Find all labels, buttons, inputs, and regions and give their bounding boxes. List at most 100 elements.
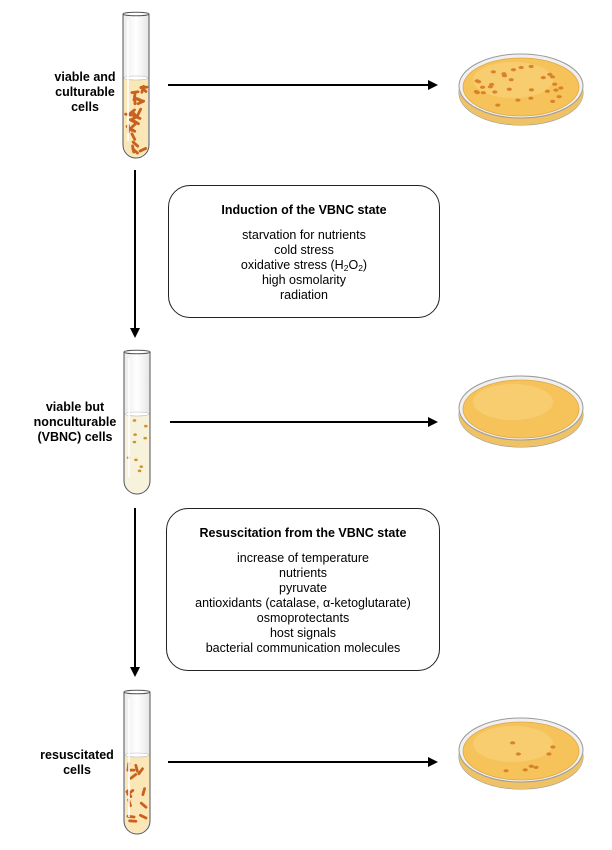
colony: [550, 745, 556, 749]
stage-label-culturable: viable and culturable cells: [30, 70, 140, 115]
bacterium: [129, 773, 138, 780]
resuscitation-title: Resuscitation from the VBNC state: [199, 526, 407, 540]
petri-dish-no-colonies: [458, 375, 584, 448]
tube-medium: [125, 755, 149, 833]
test-tube-culturable: [122, 11, 150, 159]
induction-item-text: oxidative stress (H: [240, 258, 344, 272]
bacterium: [130, 132, 137, 141]
resuscitation-list: increase of temperature nutrients pyruva…: [167, 551, 439, 656]
stage-label-line: viable but: [45, 400, 105, 414]
colony: [515, 98, 521, 102]
induction-item: cold stress: [274, 243, 334, 257]
close-paren: ): [362, 258, 368, 272]
subscript-2: 2: [358, 263, 363, 273]
agar-surface: [462, 721, 580, 781]
colony: [474, 79, 480, 83]
resuscitation-item: bacterial communication molecules: [205, 641, 401, 655]
tube-meniscus: [124, 411, 150, 417]
tube-medium: [125, 414, 149, 493]
bacterium-coccoid: [139, 465, 144, 468]
colony: [515, 752, 521, 756]
bacterium: [140, 85, 148, 93]
bacterium: [136, 99, 146, 106]
resuscitation-item: increase of temperature: [236, 551, 369, 565]
colony: [550, 99, 556, 103]
colony: [503, 769, 509, 773]
agar-surface: [462, 379, 580, 439]
test-tube-vbnc: [123, 349, 151, 495]
colony: [495, 103, 501, 107]
agar-sheen: [473, 384, 553, 420]
colony: [547, 72, 553, 76]
colony: [522, 768, 528, 772]
tube-rim: [123, 689, 151, 695]
resuscitation-item: pyruvate: [279, 581, 327, 595]
colony: [533, 765, 539, 769]
stage-label-line: (VBNC) cells: [37, 430, 113, 444]
subscript-2: 2: [343, 263, 349, 273]
stage-label-line: cells: [63, 763, 91, 777]
stage-label-line: resuscitated: [40, 748, 114, 762]
colony: [528, 764, 534, 768]
bacterium: [130, 90, 140, 95]
colony: [540, 76, 546, 80]
colony: [556, 95, 562, 99]
bacterium-coccoid: [144, 424, 148, 428]
bacterium: [134, 763, 139, 773]
bacterium: [141, 787, 146, 796]
bacterium-coccoid: [132, 440, 137, 444]
bacterium-coccoid: [132, 419, 137, 422]
oxygen-letter: O: [348, 258, 359, 272]
bacterium-coccoid: [134, 458, 138, 462]
stage-label-vbnc: viable but nonculturable (VBNC) cells: [20, 400, 130, 445]
bacterium-coccoid: [137, 469, 142, 473]
bacterium-coccoid: [143, 436, 148, 440]
colony: [487, 85, 494, 89]
colony: [553, 88, 559, 92]
test-tube-resuscitated: [123, 689, 151, 835]
induction-box: Induction of the VBNC state starvation f…: [168, 185, 440, 318]
tube-outline: [123, 692, 151, 835]
colony: [479, 85, 486, 89]
stage-label-line: nonculturable: [33, 415, 117, 429]
resuscitation-item: antioxidants (catalase, α-ketoglutarate): [195, 596, 411, 610]
colony: [480, 91, 486, 95]
tube-outline: [122, 14, 150, 159]
tube-meniscus: [123, 75, 149, 81]
bacterium: [137, 767, 144, 776]
induction-title: Induction of the VBNC state: [221, 203, 387, 217]
induction-item: oxidative stress (H2O2): [169, 258, 439, 273]
induction-list: starvation for nutrients cold stress oxi…: [169, 228, 439, 303]
bacterium: [130, 121, 138, 129]
colony: [510, 741, 516, 745]
stage-label-resuscitated: resuscitated cells: [22, 748, 132, 778]
stage-label-line: culturable: [55, 85, 115, 99]
tube-rim: [123, 349, 151, 355]
colony: [558, 86, 564, 90]
resuscitation-item: osmoprotectants: [256, 611, 350, 625]
colony: [492, 90, 498, 94]
colony: [528, 96, 534, 100]
colony: [518, 65, 524, 70]
colony: [508, 78, 514, 82]
colony: [528, 88, 535, 92]
bacterium: [131, 140, 140, 148]
induction-item: starvation for nutrients: [242, 228, 366, 242]
stage-label-line: cells: [71, 100, 99, 114]
resuscitation-item: host signals: [269, 626, 336, 640]
colony: [549, 75, 556, 79]
colony: [546, 752, 552, 756]
petri-dish-many-colonies: [458, 53, 584, 126]
colony: [506, 87, 512, 91]
bacterium: [139, 801, 148, 809]
bacterium: [136, 107, 143, 117]
colony: [528, 64, 534, 69]
colony: [490, 70, 496, 74]
colony: [552, 82, 558, 86]
colony: [501, 74, 508, 78]
colony: [473, 89, 479, 94]
induction-item: high osmolarity: [261, 273, 347, 287]
petri-dish-few-colonies: [458, 717, 584, 790]
tube-meniscus: [124, 752, 150, 758]
